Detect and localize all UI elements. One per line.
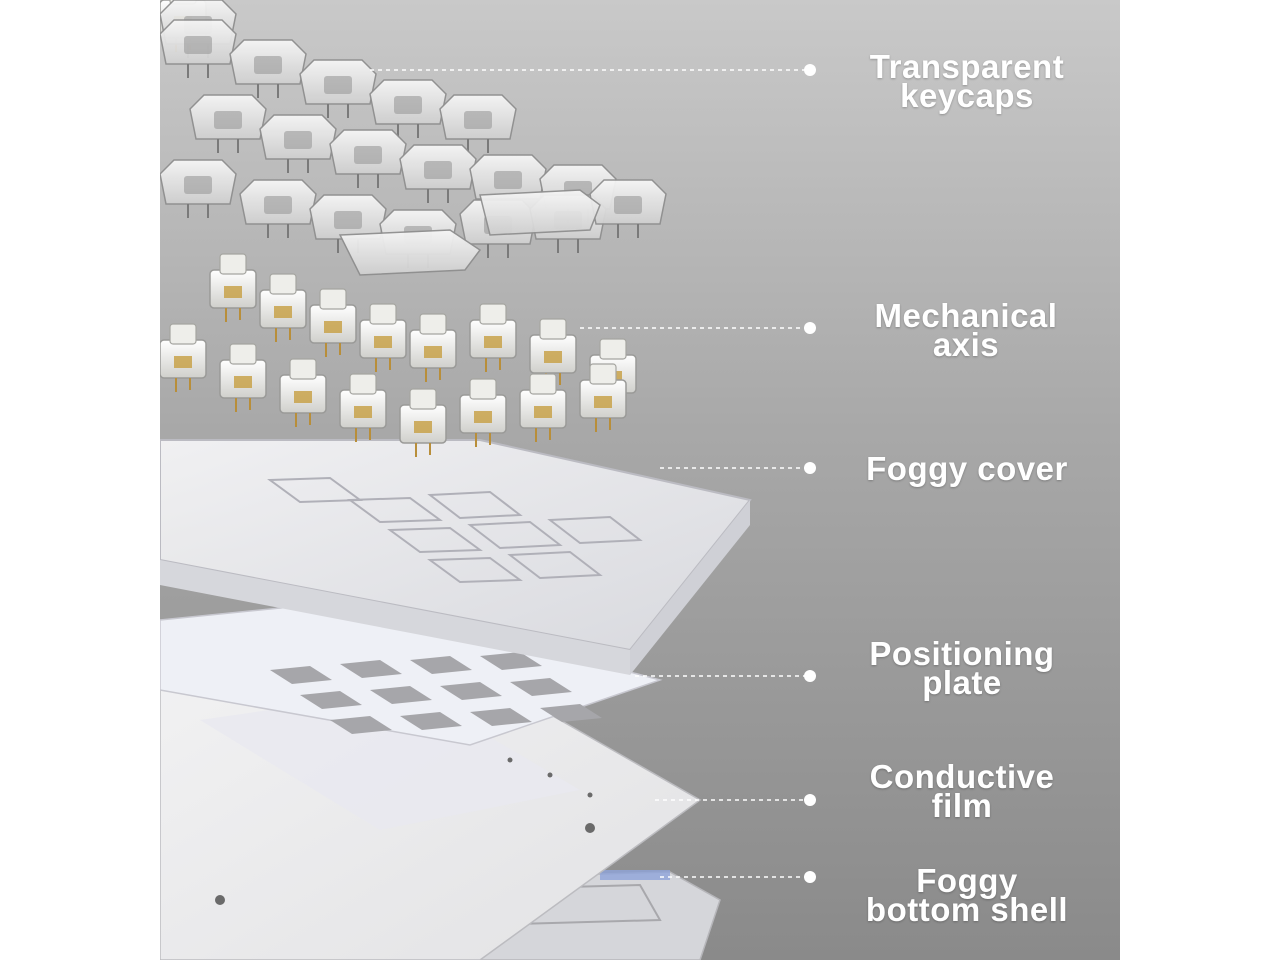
- label-line: bottom shell: [865, 891, 1069, 928]
- callout-dot: [804, 794, 816, 806]
- label-line: keycaps: [900, 77, 1034, 114]
- foggy-cover-layer: [160, 439, 752, 675]
- label-line: Foggy cover: [866, 450, 1068, 487]
- label-line: axis: [932, 326, 1000, 363]
- callout-dots: [804, 64, 816, 883]
- callout-dot: [804, 462, 816, 474]
- label-transparent-keycaps: Transparent keycaps: [817, 48, 1117, 114]
- callout-dot: [804, 871, 816, 883]
- label-line: film: [931, 787, 993, 824]
- leader-lines: [370, 69, 808, 878]
- label-line: Conductive: [869, 758, 1055, 795]
- label-line: plate: [922, 664, 1002, 701]
- label-positioning-plate: Positioning plate: [812, 635, 1112, 701]
- product-image-panel: Transparent keycaps Mechanical axis Fogg…: [160, 0, 1120, 960]
- label-conductive-film: Conductive film: [812, 758, 1112, 824]
- callout-dot: [804, 322, 816, 334]
- callout-dot: [804, 670, 816, 682]
- exploded-keyboard-illustration: [160, 0, 816, 960]
- label-foggy-bottom-shell: Foggy bottom shell: [817, 862, 1117, 928]
- label-line: Mechanical: [874, 297, 1058, 334]
- label-foggy-cover: Foggy cover: [817, 450, 1117, 487]
- positioning-plate-layer: [160, 599, 663, 746]
- keycap-layer: [160, 0, 667, 276]
- label-mechanical-axis: Mechanical axis: [816, 297, 1116, 363]
- label-line: Foggy: [916, 862, 1018, 899]
- label-line: Positioning: [869, 635, 1055, 672]
- callout-dot: [804, 64, 816, 76]
- label-line: Transparent: [869, 48, 1065, 85]
